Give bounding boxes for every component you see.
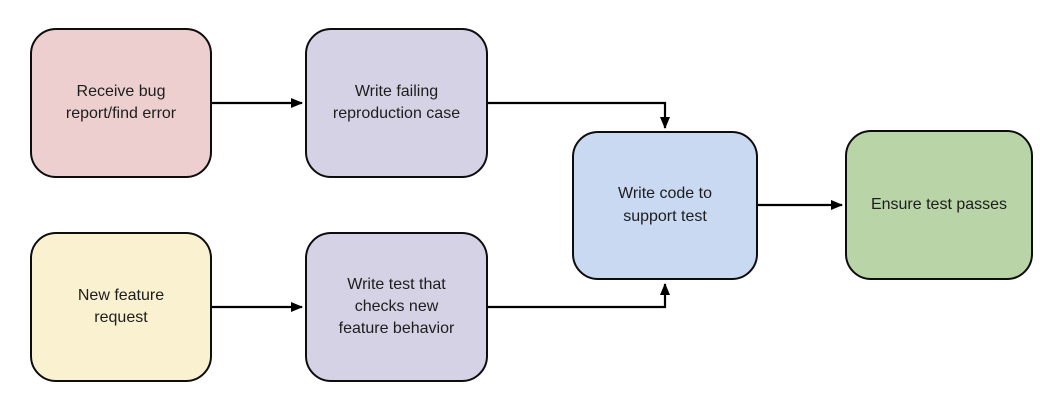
arrow-test-to-code	[488, 283, 670, 309]
node-write-code-to-support-test: Write code to support test	[572, 131, 758, 280]
node-receive-bug-report: Receive bug report/find error	[30, 28, 212, 178]
node-label: Write code to support test	[618, 185, 712, 225]
node-label: Receive bug report/find error	[65, 82, 177, 122]
node-label: Write test that checks new feature behav…	[338, 275, 455, 338]
node-label: Ensure test passes	[870, 195, 1008, 213]
node-write-failing-reproduction-case: Write failing reproduction case	[305, 28, 488, 178]
node-new-feature-request: New feature request	[30, 232, 212, 382]
arrow-reproduction-to-code	[488, 101, 670, 129]
node-label: Write failing reproduction case	[332, 82, 461, 122]
node-write-test-checks-new-feature: Write test that checks new feature behav…	[305, 232, 488, 382]
node-ensure-test-passes: Ensure test passes	[845, 130, 1033, 280]
node-label: New feature request	[77, 286, 165, 326]
